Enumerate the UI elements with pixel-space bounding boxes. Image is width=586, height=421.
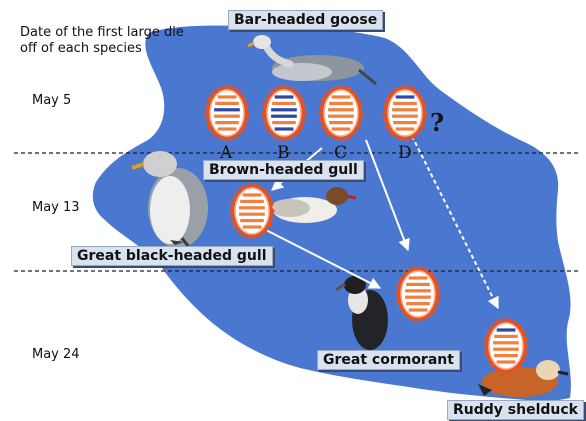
strain-letter-d: D [398,143,412,163]
label-brown-headed-gull: Brown-headed gull [203,160,364,180]
label-great-cormorant: Great cormorant [317,350,460,370]
legend-line-1: Date of the first large die [20,25,184,40]
date-may5: May 5 [32,93,71,108]
label-great-black-headed-gull: Great black-headed gull [71,246,273,266]
strain-letter-c: C [334,143,347,163]
date-may24: May 24 [32,347,80,362]
date-may13: May 13 [32,200,80,215]
unknown-source-mark: ? [430,108,444,137]
legend-line-2: off of each species [20,41,142,56]
strain-letter-b: B [277,143,290,163]
strain-letter-a: A [220,143,232,163]
label-bar-headed-goose: Bar-headed goose [228,10,383,30]
label-ruddy-shelduck: Ruddy shelduck [447,400,584,420]
